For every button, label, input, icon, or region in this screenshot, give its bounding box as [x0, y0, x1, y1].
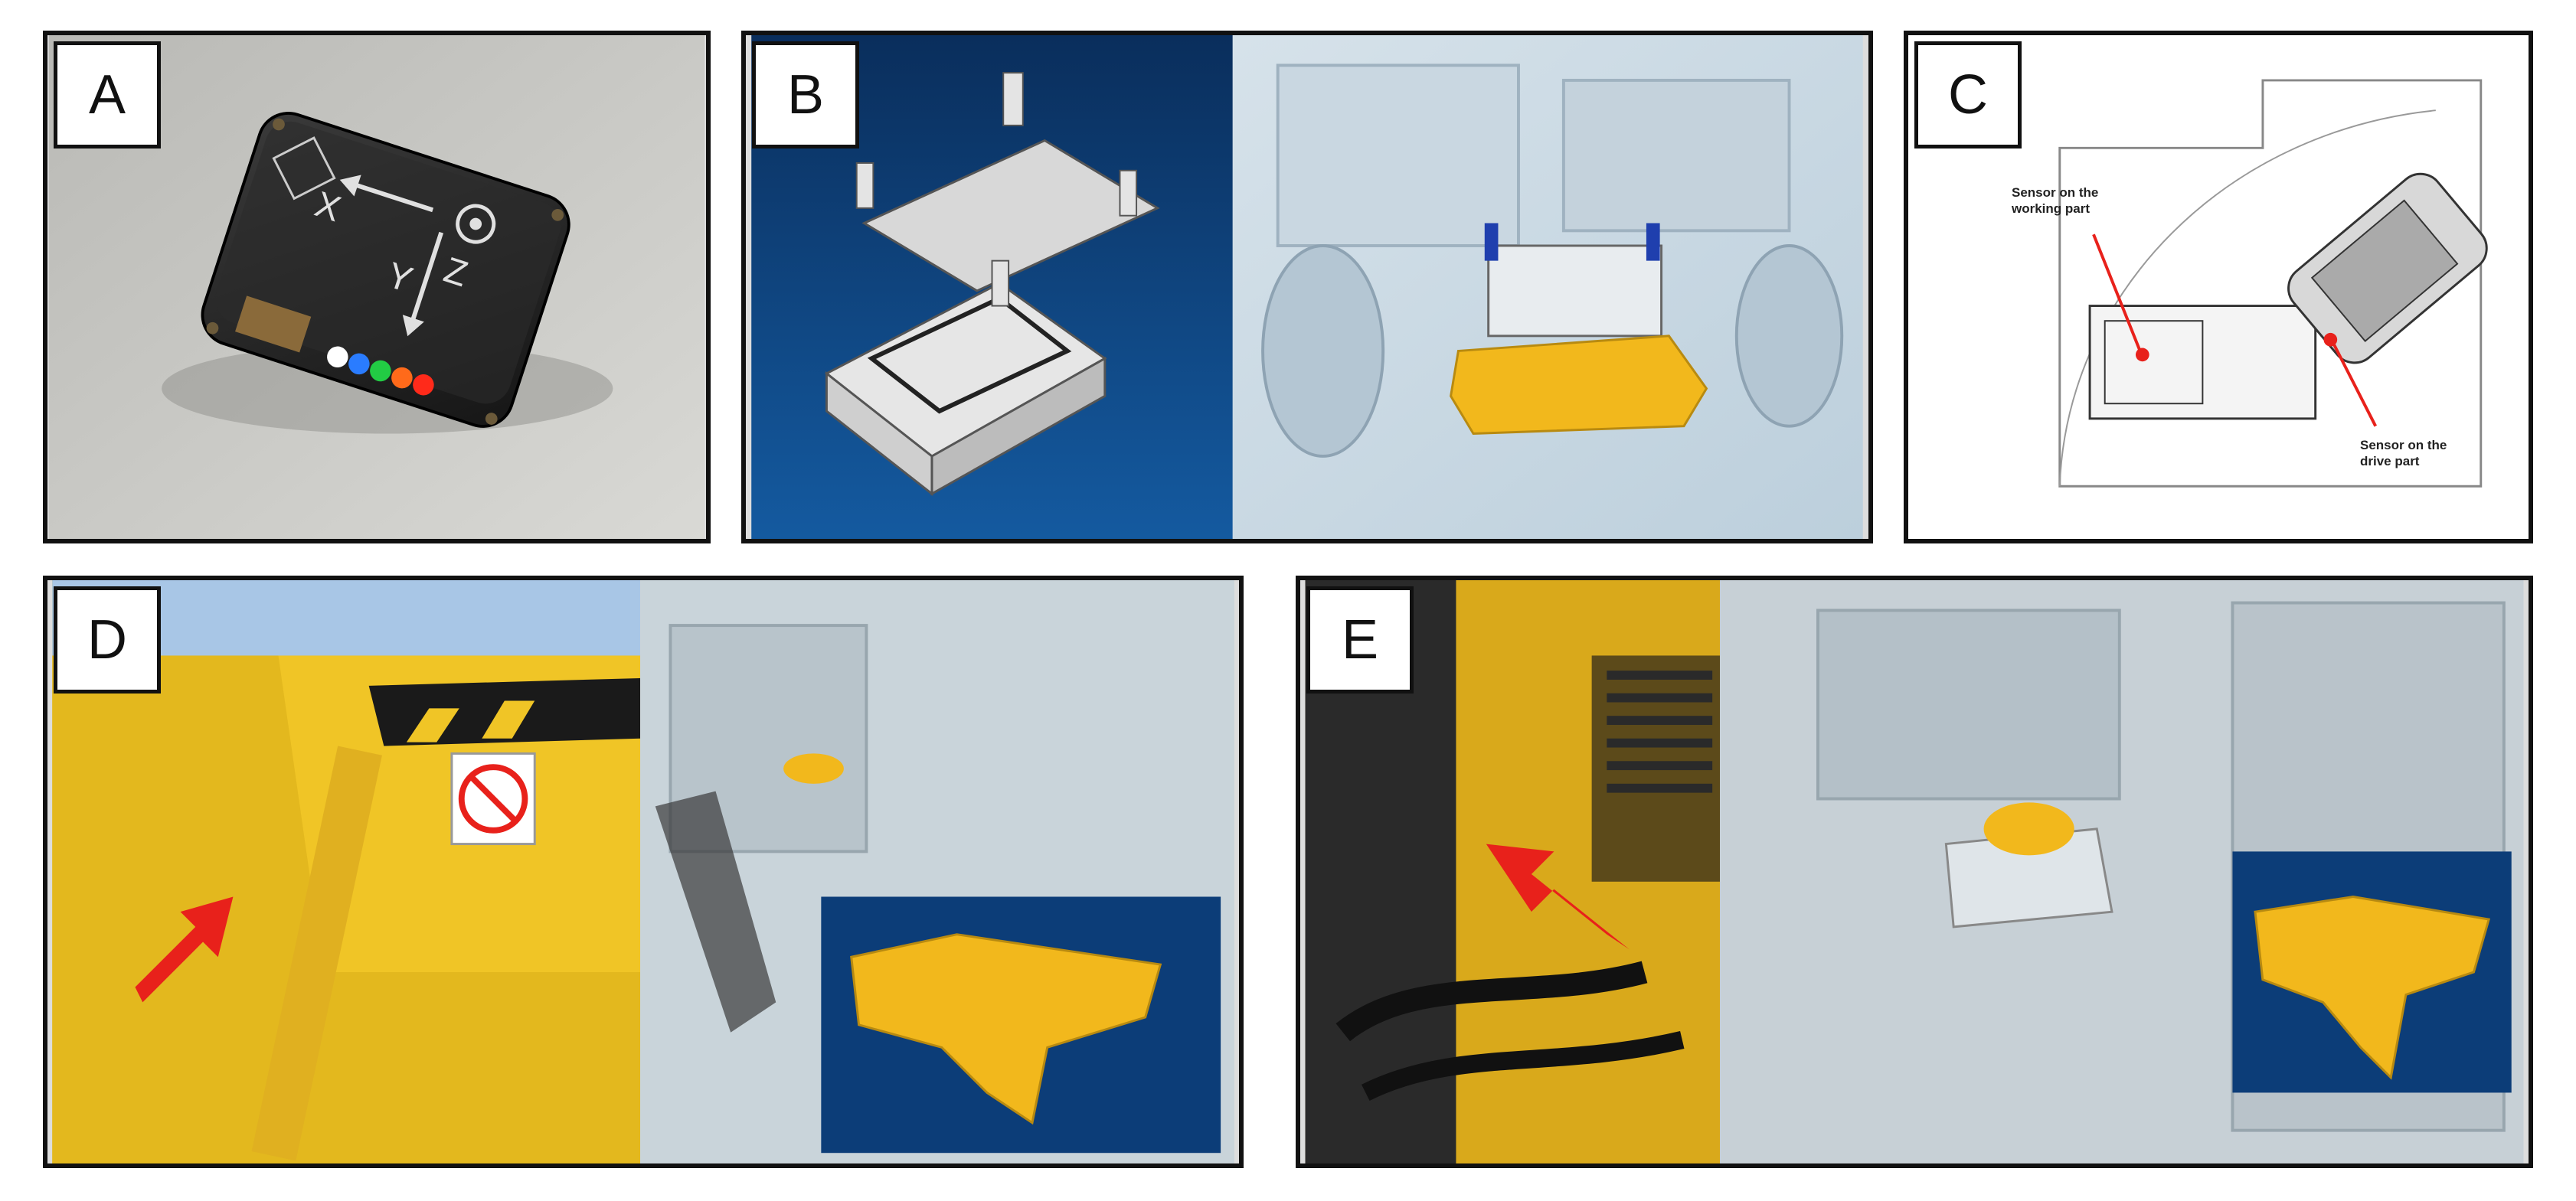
panel-a: X Y Z A — [43, 31, 711, 543]
panel-e: E — [1296, 576, 2533, 1168]
panel-label-b: B — [752, 41, 859, 148]
mount-cad — [751, 35, 1863, 539]
annotation-drive-part: Sensor on the drive part — [2360, 438, 2447, 469]
machine-photo-d — [52, 580, 1234, 1163]
panel-label-d: D — [54, 586, 161, 694]
panel-c: C Sensor on the working part Sensor on t… — [1904, 31, 2533, 543]
machine-photo-e — [1305, 580, 2524, 1163]
panel-label-c: C — [1914, 41, 2022, 148]
panel-d: D — [43, 576, 1244, 1168]
panel-label-a: A — [54, 41, 161, 148]
device-photo: X Y Z — [48, 35, 705, 539]
panel-b: B — [741, 31, 1873, 543]
annotation-working-part: Sensor on the working part — [2012, 185, 2099, 217]
panel-label-e: E — [1306, 586, 1414, 694]
